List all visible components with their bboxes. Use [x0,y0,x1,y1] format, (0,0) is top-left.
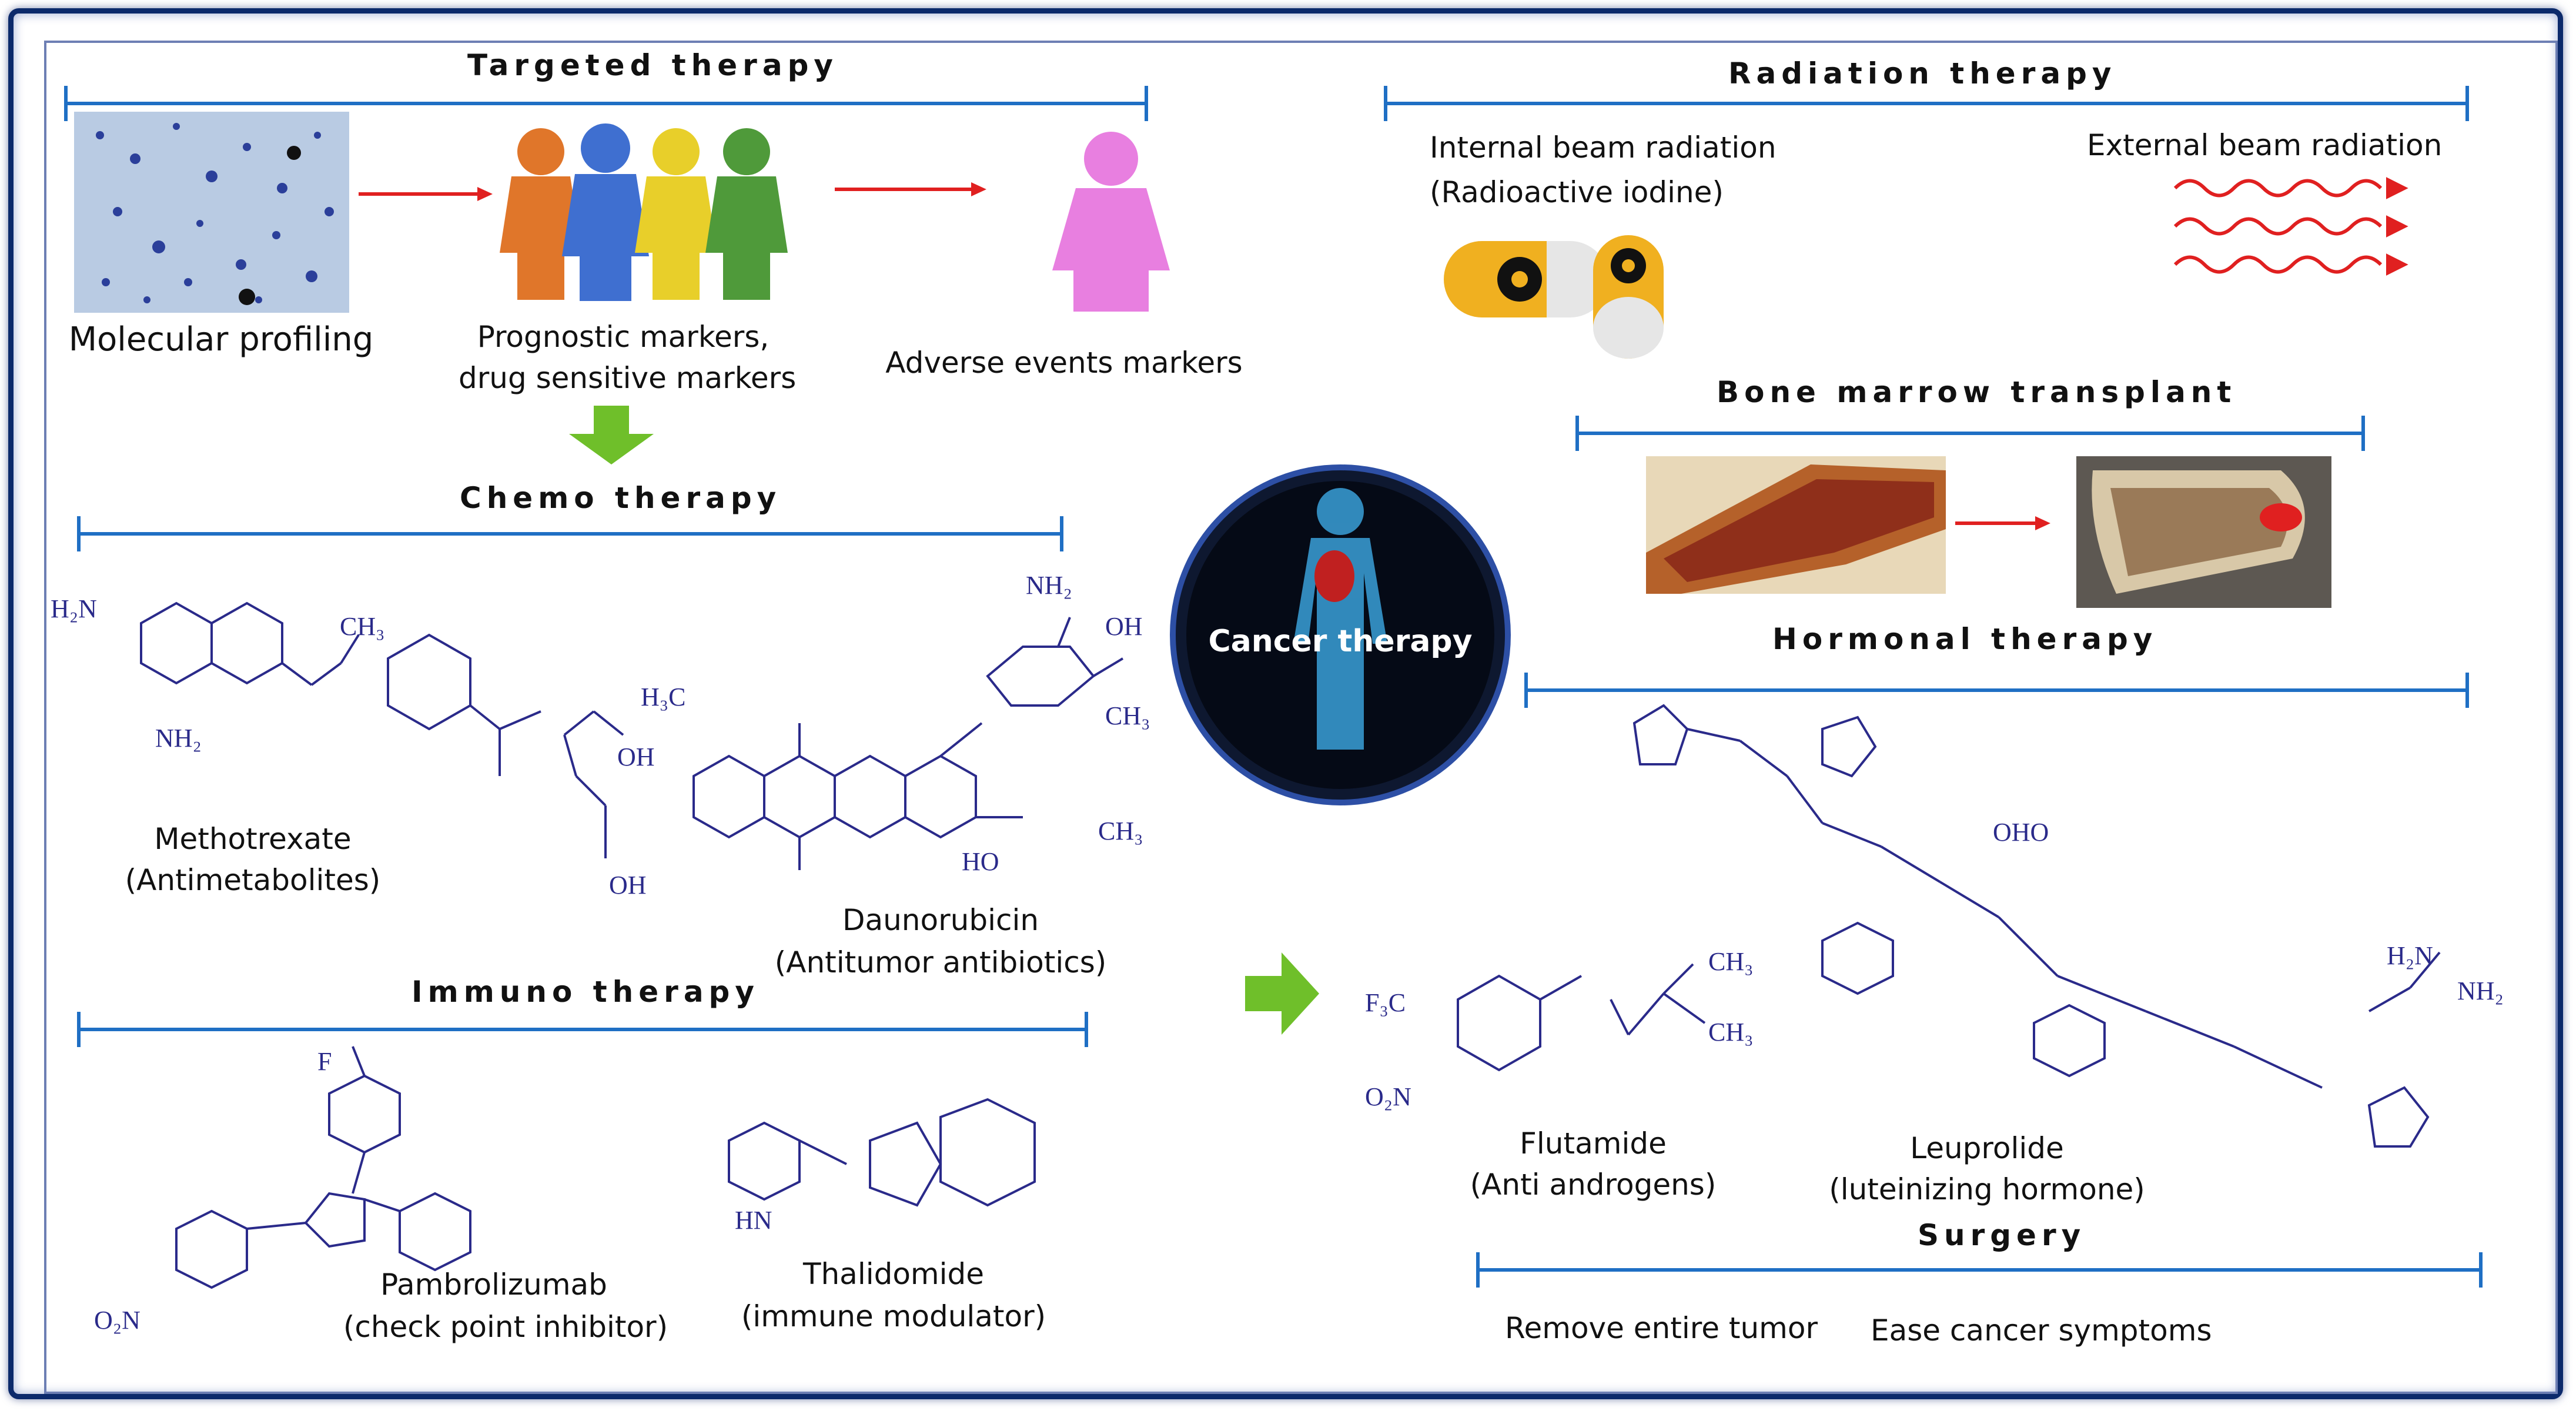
atom-ch3-dauno: CH₃ [1105,701,1150,730]
bar-hormonal [1524,673,2469,708]
surgery-ease-label: Ease cancer symptoms [1871,1313,2212,1348]
atom-nh2-leup: NH₂ [2457,977,2504,1005]
center-label: Cancer therapy [1208,624,1473,659]
atom-ch3b-dauno: CH₃ [1098,817,1143,845]
capsule-1 [1444,241,1608,317]
prognostic-label-1: Prognostic markers, [477,320,770,354]
atom-oh2-mtx: OH [609,871,647,900]
molecular-profiling-label: Molecular profiling [68,320,374,359]
atom-o2n-pembro: O₂N [94,1306,140,1335]
red-arrow-1 [359,187,493,201]
atom-oh-dauno: OH [1105,612,1143,641]
daunorubicin-structure [692,617,1124,870]
dauno-label-2: (Antitumor antibiotics) [774,945,1107,979]
external-beam-label: External beam radiation [2087,128,2443,162]
pembro-label-2: (check point inhibitor) [343,1310,668,1344]
bone-marrow-title: Bone marrow transplant [1717,375,2237,409]
bone-marrow-image-1 [1646,456,1946,594]
thal-label-1: Thalidomide [802,1257,985,1291]
dauno-label-1: Daunorubicin [842,903,1039,937]
radiation-title: Radiation therapy [1728,56,2117,91]
flutamide-label-1: Flutamide [1520,1126,1667,1161]
atom-ch3b-flut: CH₃ [1708,1018,1753,1046]
methotrexate-structure [140,601,624,858]
bar-chemo [77,516,1063,551]
capsule-2 [1593,235,1664,359]
external-radiation-waves [2173,177,2408,276]
atom-o2n-flut: O₂N [1365,1082,1411,1111]
atom-h2n-leup: H₂N [2387,941,2433,970]
bar-bone [1575,416,2365,451]
internal-beam-label-1: Internal beam radiation [1430,131,1777,165]
internal-beam-label-2: (Radioactive iodine) [1430,175,1724,209]
atom-hn-thal: HN [735,1206,772,1235]
atom-f-pembro: F [317,1047,332,1076]
molecular-profiling-image [74,112,349,313]
bar-surgery [1476,1252,2483,1288]
atom-nh2-mtx: NH₂ [155,724,202,753]
red-arrow-bone [1955,516,2050,530]
atom-ho-dauno: HO [962,847,999,876]
atom-f3c-flut: F₃C [1365,988,1406,1017]
leuprolide-structure [1632,704,2441,1148]
person-blue [562,123,649,301]
surgery-title: Surgery [1918,1218,2086,1252]
person-green [705,128,788,300]
atom-ooh-leup: OHO [1993,818,2049,847]
atom-oh-mtx: OH [617,743,655,771]
diagram-inner-border [44,41,2558,1394]
red-arrow-2 [835,182,986,196]
immuno-title: Immuno therapy [412,975,760,1009]
human-body-figure [1293,488,1387,750]
person-orange [500,128,582,300]
person-yellow [635,128,717,300]
atom-ch3-flut: CH₃ [1708,947,1753,976]
surgery-remove-label: Remove entire tumor [1505,1311,1818,1345]
atom-ch3-mtx: CH₃ [340,612,384,641]
leuprolide-label-2: (luteinizing hormone) [1829,1172,2145,1206]
bar-targeted [64,86,1148,121]
atom-h3c-dauno: H₃C [641,683,685,711]
mtx-label-2: (Antimetabolites) [125,863,381,897]
pembro-label-1: Pambrolizumab [380,1268,607,1302]
flutamide-structure [1457,963,1706,1072]
bar-radiation [1384,86,2469,121]
pembrolizumab-structure [175,1046,471,1289]
adverse-events-label: Adverse events markers [885,346,1243,380]
chemo-title: Chemo therapy [460,481,782,515]
atom-nh2-dauno: NH₂ [1026,571,1072,600]
thalidomide-structure [728,1098,1036,1207]
atom-h2n: H₂N [51,594,97,623]
leuprolide-label-1: Leuprolide [1910,1131,2064,1165]
thal-label-2: (immune modulator) [741,1299,1046,1333]
bar-immuno [77,1012,1088,1047]
mtx-label-1: Methotrexate [154,822,352,856]
targeted-title: Targeted therapy [467,48,838,82]
population-image [500,123,788,301]
hormonal-title: Hormonal therapy [1772,622,2158,656]
flutamide-label-2: (Anti androgens) [1470,1168,1717,1202]
green-down-arrow [569,406,654,464]
bone-marrow-image-2 [2076,456,2331,608]
adverse-person-image [1052,132,1170,312]
prognostic-label-2: drug sensitive markers [459,361,797,395]
